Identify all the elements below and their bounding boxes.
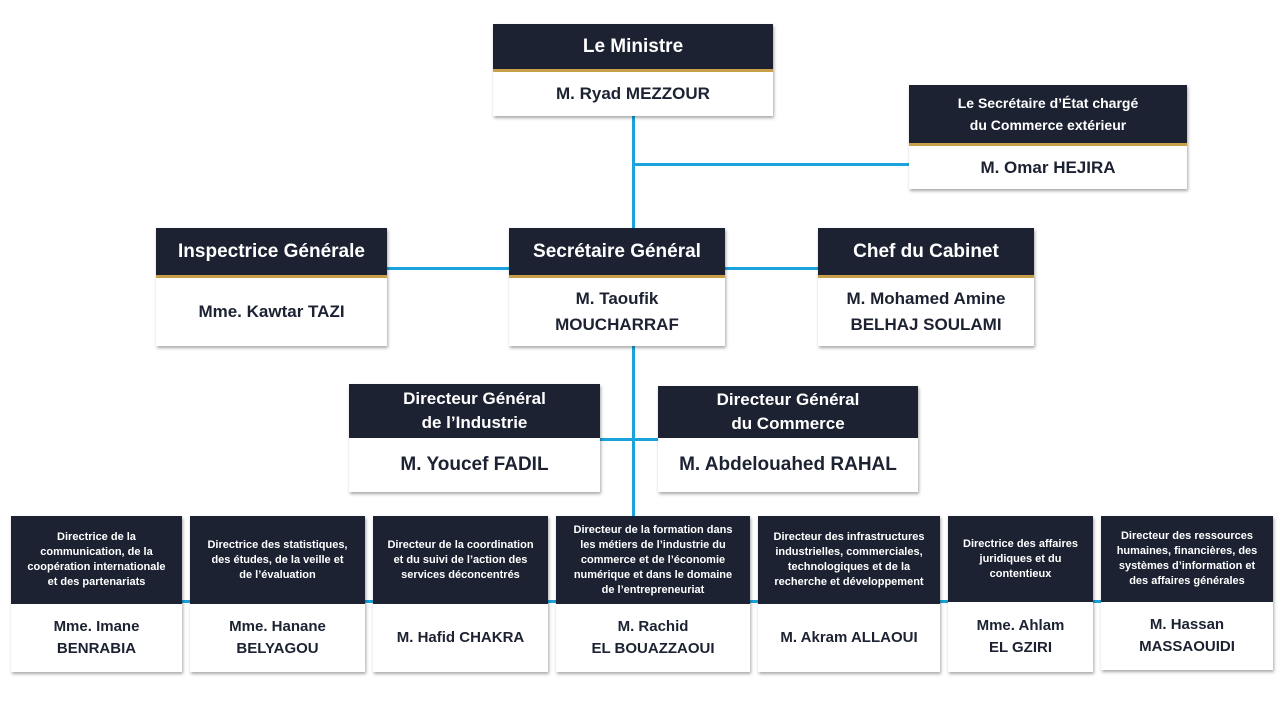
dg-industrie-name: M. Youcef FADIL — [349, 438, 600, 492]
direction-box-formation: Directeur de la formation dans les métie… — [556, 516, 750, 672]
dg-commerce-box: Directeur Général du Commerce M. Abdelou… — [658, 386, 918, 492]
connector-dg-horizontal — [600, 438, 658, 441]
connector-sg-to-directions — [632, 346, 635, 516]
direction-name: Mme. Ahlam EL GZIRI — [948, 602, 1093, 672]
dg-commerce-name: M. Abdelouahed RAHAL — [658, 438, 918, 492]
direction-box-infrastructures: Directeur des infrastructures industriel… — [758, 516, 940, 672]
dg-industrie-title: Directeur Général de l’Industrie — [349, 384, 600, 438]
direction-name: Mme. Hanane BELYAGOU — [190, 604, 365, 672]
dg-commerce-title: Directeur Général du Commerce — [658, 386, 918, 438]
direction-box-juridiques: Directrice des affaires juridiques et du… — [948, 516, 1093, 672]
connector-to-secretary-state — [632, 163, 910, 166]
direction-box-communication: Directrice de la communication, de la co… — [11, 516, 182, 672]
direction-title: Directrice des statistiques, des études,… — [190, 516, 365, 604]
minister-title: Le Ministre — [493, 24, 773, 72]
direction-name: M. Hassan MASSAOUIDI — [1101, 602, 1273, 670]
minister-name: M. Ryad MEZZOUR — [493, 72, 773, 116]
direction-box-statistiques: Directrice des statistiques, des études,… — [190, 516, 365, 672]
connector-inspectrice-sg — [387, 267, 509, 270]
direction-title: Directrice des affaires juridiques et du… — [948, 516, 1093, 602]
chef-cabinet-title: Chef du Cabinet — [818, 228, 1034, 278]
connector-sg-chef-cabinet — [725, 267, 818, 270]
secretaire-general-box: Secrétaire Général M. Taoufik MOUCHARRAF — [509, 228, 725, 346]
dg-industrie-box: Directeur Général de l’Industrie M. Youc… — [349, 384, 600, 492]
inspectrice-name: Mme. Kawtar TAZI — [156, 278, 387, 346]
direction-box-ressources: Directeur des ressources humaines, finan… — [1101, 516, 1273, 670]
chef-cabinet-name: M. Mohamed Amine BELHAJ SOULAMI — [818, 278, 1034, 346]
direction-title: Directeur des infrastructures industriel… — [758, 516, 940, 604]
secretaire-general-title: Secrétaire Général — [509, 228, 725, 278]
minister-box: Le Ministre M. Ryad MEZZOUR — [493, 24, 773, 116]
inspectrice-box: Inspectrice Générale Mme. Kawtar TAZI — [156, 228, 387, 346]
direction-title: Directeur de la formation dans les métie… — [556, 516, 750, 604]
chef-cabinet-box: Chef du Cabinet M. Mohamed Amine BELHAJ … — [818, 228, 1034, 346]
inspectrice-title: Inspectrice Générale — [156, 228, 387, 278]
direction-title: Directrice de la communication, de la co… — [11, 516, 182, 604]
secretary-state-box: Le Secrétaire d’État chargé du Commerce … — [909, 85, 1187, 189]
secretary-state-title: Le Secrétaire d’État chargé du Commerce … — [909, 85, 1187, 146]
direction-box-coordination: Directeur de la coordination et du suivi… — [373, 516, 548, 672]
direction-name: M. Rachid EL BOUAZZAOUI — [556, 604, 750, 672]
direction-name: Mme. Imane BENRABIA — [11, 604, 182, 672]
secretary-state-name: M. Omar HEJIRA — [909, 146, 1187, 189]
direction-title: Directeur de la coordination et du suivi… — [373, 516, 548, 604]
connector-minister-to-sg — [632, 116, 635, 228]
direction-name: M. Hafid CHAKRA — [373, 604, 548, 672]
direction-name: M. Akram ALLAOUI — [758, 604, 940, 672]
secretaire-general-name: M. Taoufik MOUCHARRAF — [509, 278, 725, 346]
direction-title: Directeur des ressources humaines, finan… — [1101, 516, 1273, 602]
